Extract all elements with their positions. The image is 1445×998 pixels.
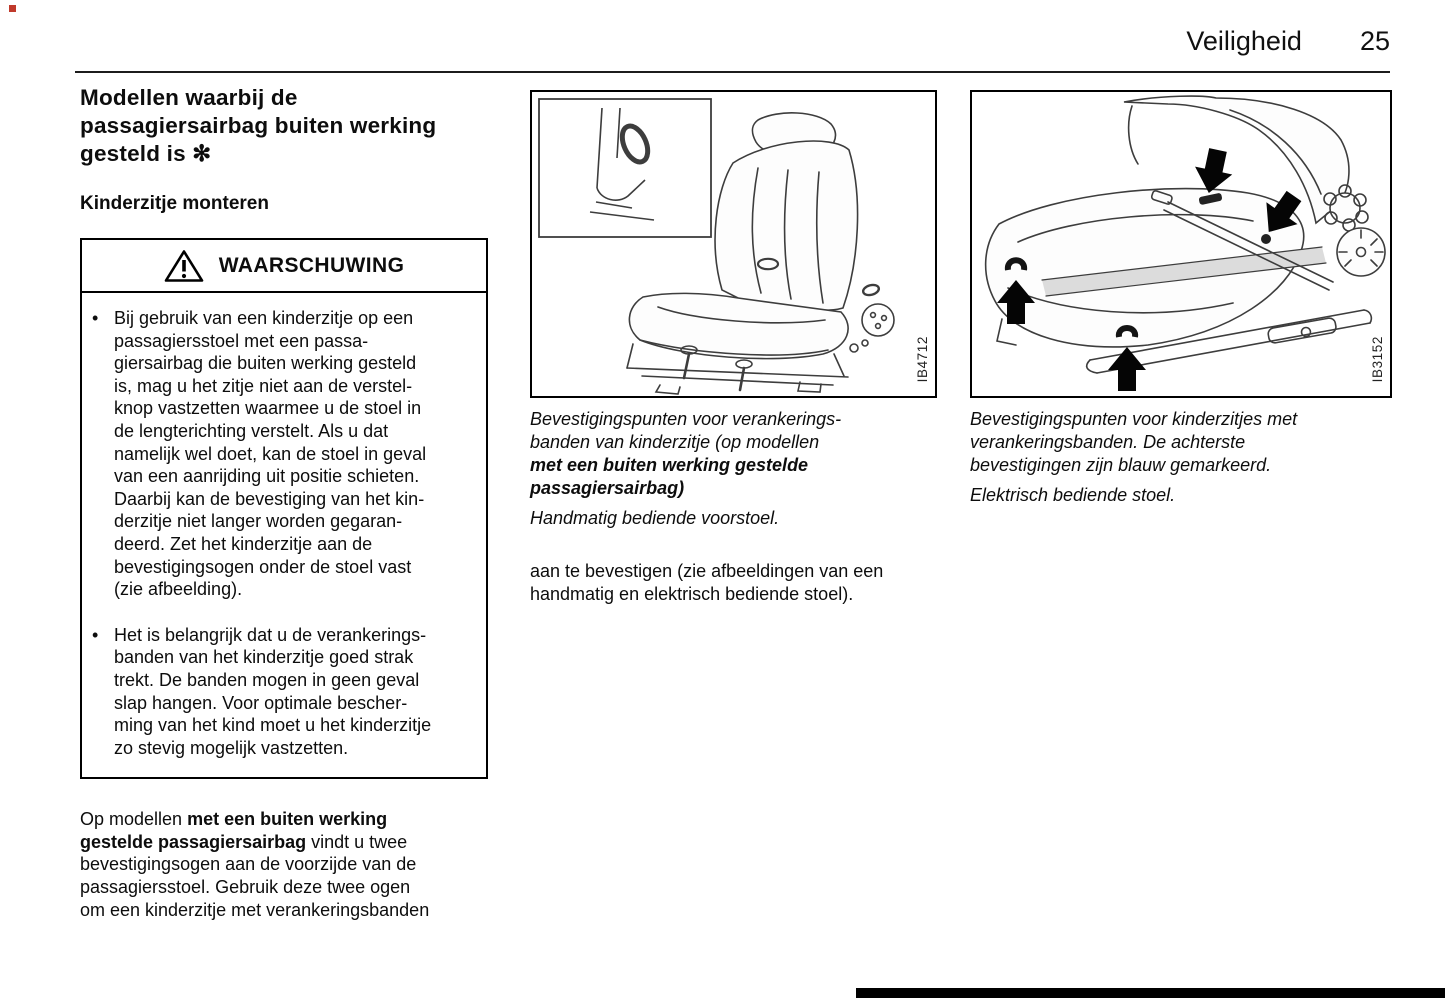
page-title: Modellen waarbij de passagiersairbag bui… [80, 85, 437, 166]
inset-anchor-detail [538, 98, 712, 238]
seat-line-art [626, 112, 895, 395]
caption-text: Bevestigingspunten voor verankerings- ba… [530, 409, 842, 452]
figure-caption-subline: Handmatig bediende voorstoel. [530, 508, 780, 528]
bullet-marker: • [92, 308, 99, 328]
page-number: 25 [1359, 26, 1390, 56]
warning-box: WAARSCHUWING • Bij gebruik van een kinde… [80, 238, 488, 780]
right-column: IB3152 Bevestigingspunten voor kinderzit… [970, 90, 1392, 507]
warning-triangle-icon [164, 249, 204, 283]
up-arrow-icon [1108, 347, 1146, 391]
page-header: Veiligheid 25 [75, 26, 1390, 57]
warning-bullet-item: • Bij gebruik van een kinderzitje op een… [92, 307, 474, 601]
warning-bullet-text: Bij gebruik van een kinderzitje op een p… [114, 308, 427, 600]
seat-base-line-art [984, 95, 1386, 374]
paragraph-text: vindt u twee bevestigingsogen aan de voo… [80, 831, 430, 920]
figure-caption: Bevestigingspunten voor kinderzitjes met… [970, 409, 1298, 475]
header-divider [75, 71, 1390, 73]
figure-caption-subline: Elektrisch bediende stoel. [970, 485, 1176, 505]
body-paragraph: aan te bevestigen (zie afbeeldingen van … [530, 561, 884, 604]
warning-title-label: WAARSCHUWING [218, 254, 405, 277]
figure-caption: Bevestigingspunten voor verankerings- ba… [530, 408, 937, 500]
figure-code-label: IB4712 [915, 335, 930, 382]
paragraph-bold-text: met een buiten werking gestelde passagie… [80, 809, 388, 852]
body-paragraph: Op modellen met een buiten werking geste… [80, 808, 488, 921]
warning-bullet-item: • Het is belangrijk dat u de verankering… [92, 624, 474, 760]
paragraph-text: Op modellen [80, 809, 188, 830]
figure-code-label: IB3152 [1370, 335, 1385, 382]
caption-bold-text: met een buiten werking gestelde passagie… [530, 455, 809, 498]
bullet-marker: • [92, 624, 99, 645]
scan-artifact-bar [856, 988, 1445, 998]
warning-box-body: • Bij gebruik van een kinderzitje op een… [82, 293, 486, 777]
section-subheading: Kinderzitje monteren [80, 193, 269, 214]
anchor-fittings [1004, 193, 1271, 338]
warning-box-header: WAARSCHUWING [82, 240, 486, 293]
warning-bullet-text: Het is belangrijk dat u de verankerings-… [114, 624, 432, 758]
middle-column: IB4712 Bevestigingspunten voor verankeri… [530, 90, 937, 606]
figure-manual-seat: IB4712 [530, 90, 937, 398]
section-title: Veiligheid [1186, 26, 1302, 56]
electric-seat-illustration [984, 95, 1386, 391]
left-column: Modellen waarbij de passagiersairbag bui… [80, 84, 488, 921]
figure-electric-seat: IB3152 [970, 90, 1392, 398]
manual-seat-illustration [538, 98, 895, 395]
scan-artifact-dot [9, 5, 16, 12]
